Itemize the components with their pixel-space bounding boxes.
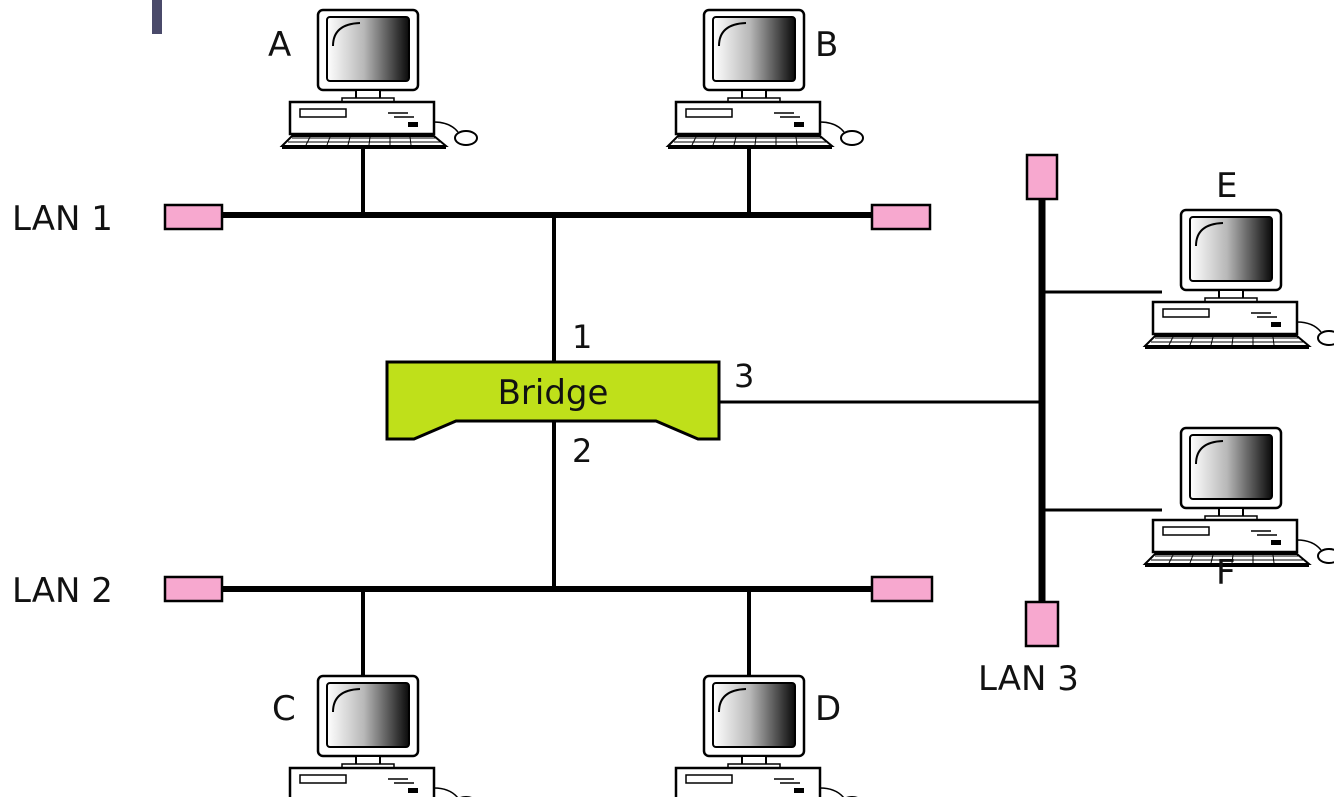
lan-2-segment [165, 577, 932, 678]
host-d-label: D [815, 689, 841, 729]
computer-icon [282, 10, 477, 149]
computer-icon [1145, 210, 1334, 349]
host-b-label: B [815, 25, 838, 65]
lan-2-right-terminator [872, 577, 932, 601]
lan-3-bottom-terminator [1026, 602, 1058, 646]
lan-2-label: LAN 2 [12, 571, 113, 611]
host-a: A [268, 10, 477, 149]
host-d: D [668, 676, 863, 797]
host-f: F [1145, 428, 1334, 593]
slide-accent-bar [152, 0, 162, 34]
host-a-label: A [268, 25, 291, 65]
lan-1-label: LAN 1 [12, 199, 113, 239]
lan-3-label: LAN 3 [978, 659, 1079, 699]
host-f-label: F [1216, 553, 1236, 593]
port-3-label: 3 [734, 357, 754, 395]
computer-icon [282, 676, 477, 797]
port-2-label: 2 [572, 432, 592, 470]
host-e-label: E [1216, 166, 1237, 206]
host-c-label: C [272, 689, 296, 729]
lan-1-left-terminator [165, 205, 222, 229]
host-c: C [272, 676, 477, 797]
bridge-label: Bridge [498, 373, 609, 413]
host-b: B [668, 10, 863, 149]
computer-icon [1145, 428, 1334, 567]
lan-3-top-terminator [1027, 155, 1057, 199]
lan-3-segment [1026, 155, 1162, 646]
lan-1-right-terminator [872, 205, 930, 229]
host-e: E [1145, 166, 1334, 349]
port-1-label: 1 [572, 318, 592, 356]
lan-2-left-terminator [165, 577, 222, 601]
